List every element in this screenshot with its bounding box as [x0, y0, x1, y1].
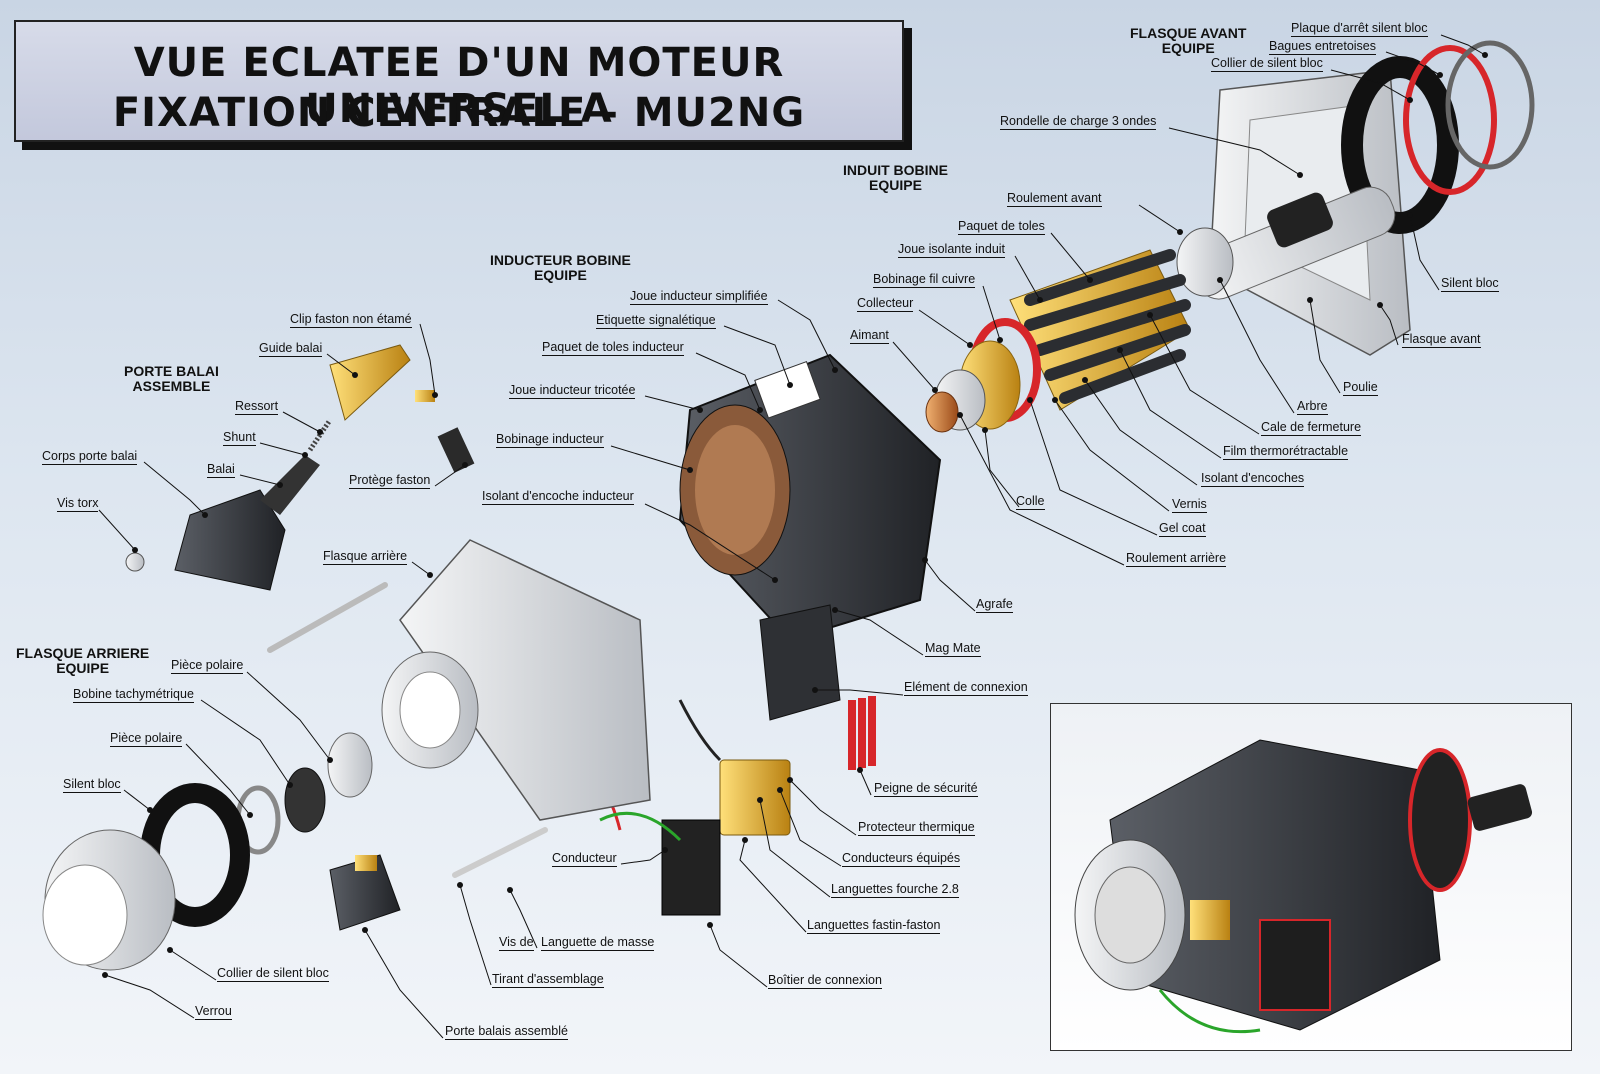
- assembled-motor: [1074, 739, 1533, 1034]
- label-porte-balais: Porte balais assemblé: [445, 1024, 568, 1040]
- label-vernis: Vernis: [1172, 497, 1207, 513]
- label-poulie: Poulie: [1343, 380, 1378, 396]
- label-colle: Colle: [1016, 494, 1045, 510]
- label-paquet-toles: Paquet de toles: [958, 219, 1045, 235]
- label-protege: Protège faston: [349, 473, 431, 489]
- group-title: INDUCTEUR BOBINE: [490, 252, 631, 268]
- label-languettes-28: Languettes fourche 2.8: [831, 882, 959, 898]
- label-bobine-tachy: Bobine tachymétrique: [73, 687, 194, 703]
- label-peigne: Peigne de sécurité: [874, 781, 978, 797]
- group-subtitle: EQUIPE: [1161, 40, 1215, 56]
- group-inducteur: INDUCTEUR BOBINE EQUIPE: [490, 253, 631, 283]
- label-joue-isolante: Joue isolante induit: [898, 242, 1006, 258]
- label-plaque-arret: Plaque d'arrêt silent bloc: [1291, 21, 1428, 37]
- label-aimant: Aimant: [850, 328, 889, 344]
- title-line-2: FIXATION CENTRALE - MU2NG: [112, 90, 806, 136]
- label-collier-arriere: Collier de silent bloc: [217, 966, 329, 982]
- label-collecteur: Collecteur: [857, 296, 914, 312]
- label-vis-de: Vis de: [499, 935, 534, 951]
- label-corps: Corps porte balai: [42, 449, 138, 465]
- label-shunt: Shunt: [223, 430, 256, 446]
- group-title: FLASQUE ARRIERE: [16, 645, 150, 661]
- group-porte-balai: PORTE BALAI ASSEMBLE: [124, 364, 219, 394]
- label-ressort: Ressort: [235, 399, 279, 415]
- leader-lines: [98, 34, 1486, 1039]
- label-cale: Cale de fermeture: [1261, 420, 1362, 436]
- label-bagues: Bagues entretoises: [1269, 39, 1377, 55]
- front-flange-assembly: [1176, 40, 1535, 356]
- group-flasque-arriere: FLASQUE ARRIERE EQUIPE: [16, 646, 149, 676]
- label-bobinage-inducteur: Bobinage inducteur: [496, 432, 604, 448]
- label-roulement-arriere: Roulement arrière: [1126, 551, 1227, 567]
- label-vis-torx: Vis torx: [57, 496, 99, 512]
- label-silent-bloc-avant: Silent bloc: [1441, 276, 1499, 292]
- label-conducteur: Conducteur: [552, 851, 617, 867]
- label-languette-masse: Languette de masse: [541, 935, 655, 951]
- label-verrou: Verrou: [195, 1004, 232, 1020]
- label-languettes-fastin: Languettes fastin-faston: [807, 918, 941, 934]
- label-balai: Balai: [207, 462, 235, 478]
- label-joue-tricotee: Joue inducteur tricotée: [509, 383, 636, 399]
- stator: [539, 353, 942, 916]
- label-film: Film thermorétractable: [1223, 444, 1349, 460]
- title-box: VUE ECLATEE D'UN MOTEUR UNIVERSEL A FIXA…: [14, 20, 904, 142]
- label-joue-simplifiee: Joue inducteur simplifiée: [630, 289, 768, 305]
- label-clip: Clip faston non étamé: [290, 312, 412, 328]
- title-line-1: VUE ECLATEE D'UN MOTEUR UNIVERSEL A: [133, 40, 785, 132]
- group-subtitle: EQUIPE: [533, 267, 587, 283]
- label-rondelle: Rondelle de charge 3 ondes: [1000, 114, 1157, 130]
- label-silent-bloc-arriere: Silent bloc: [63, 777, 121, 793]
- group-title: FLASQUE AVANT: [1130, 25, 1247, 41]
- label-piece-polaire-1: Pièce polaire: [171, 658, 244, 674]
- group-subtitle: EQUIPE: [56, 660, 110, 676]
- label-roulement-avant: Roulement avant: [1007, 191, 1102, 207]
- label-tirant: Tirant d'assemblage: [492, 972, 604, 988]
- label-guide: Guide balai: [259, 341, 323, 357]
- label-flasque-arriere: Flasque arrière: [323, 549, 408, 565]
- label-flasque-avant: Flasque avant: [1402, 332, 1481, 348]
- group-title: PORTE BALAI: [124, 363, 219, 379]
- label-protecteur: Protecteur thermique: [858, 820, 975, 836]
- group-subtitle: EQUIPE: [869, 177, 922, 193]
- label-conducteurs-equipes: Conducteurs équipés: [842, 851, 961, 867]
- label-isolant-inducteur: Isolant d'encoche inducteur: [482, 489, 634, 505]
- label-piece-polaire-2: Pièce polaire: [110, 731, 183, 747]
- label-paquet-inducteur: Paquet de toles inducteur: [542, 340, 684, 356]
- brush-holder: [125, 344, 475, 591]
- label-element-connexion: Elément de connexion: [904, 680, 1028, 696]
- armature: [925, 249, 1191, 433]
- label-arbre: Arbre: [1297, 399, 1328, 415]
- group-flasque-avant: FLASQUE AVANT EQUIPE: [1130, 26, 1246, 56]
- label-mag-mate: Mag Mate: [925, 641, 981, 657]
- label-gel-coat: Gel coat: [1159, 521, 1206, 537]
- group-title: INDUIT BOBINE: [843, 162, 948, 178]
- label-bobinage-cuivre: Bobinage fil cuivre: [873, 272, 976, 288]
- label-etiquette: Etiquette signalétique: [596, 313, 716, 329]
- group-induit: INDUIT BOBINE EQUIPE: [843, 163, 948, 193]
- leader-dots: [102, 52, 1488, 978]
- label-boitier: Boîtier de connexion: [768, 973, 882, 989]
- label-collier-avant: Collier de silent bloc: [1211, 56, 1323, 72]
- rear-flange: [42, 539, 651, 971]
- label-agrafe: Agrafe: [976, 597, 1013, 613]
- group-subtitle: ASSEMBLE: [132, 378, 211, 394]
- label-isolant-encoches: Isolant d'encoches: [1201, 471, 1305, 487]
